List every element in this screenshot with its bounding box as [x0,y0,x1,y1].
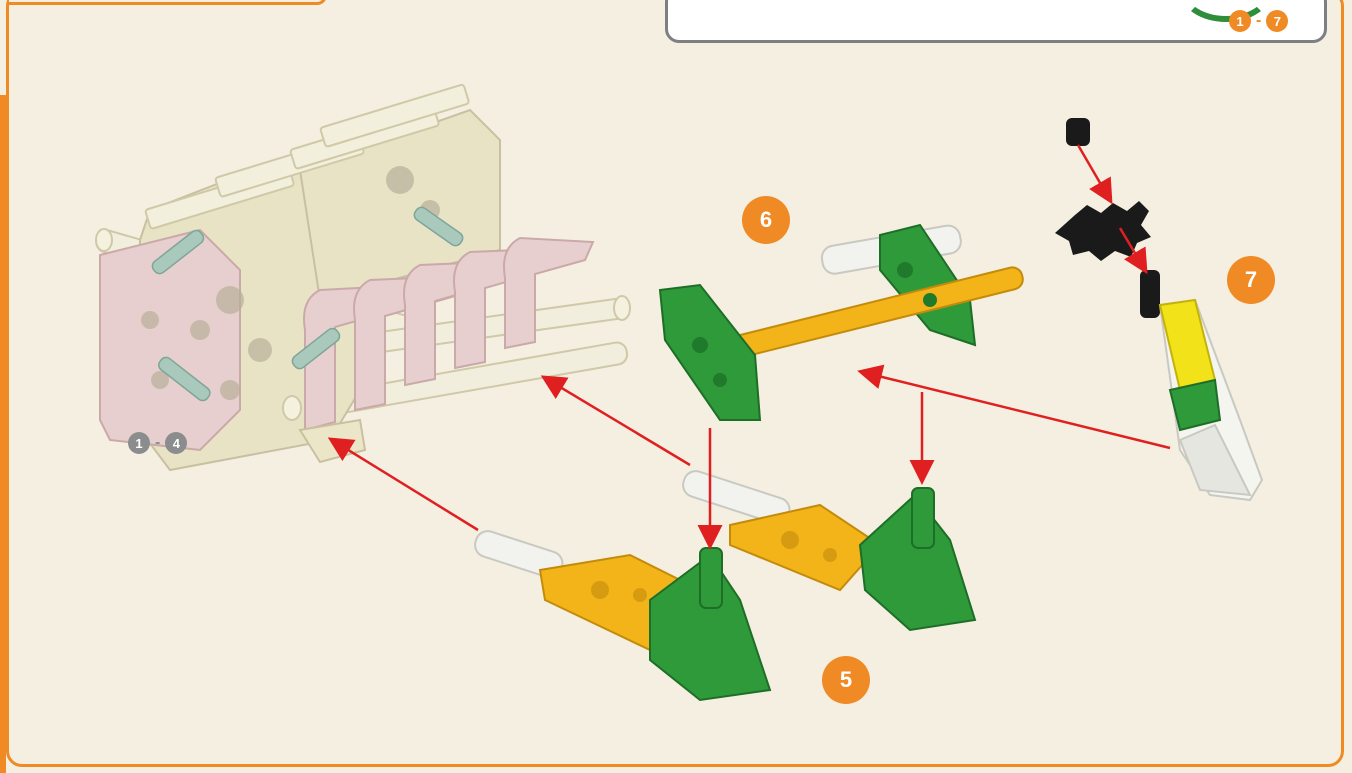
left-edge-bar [0,95,6,773]
step7-badge: 7 [1227,256,1275,304]
range-end-badge: 7 [1266,10,1289,32]
header-panel [665,0,1327,43]
arrow-to-left-frame-fin [540,375,691,467]
header-logo-fragment [1180,0,1272,22]
range-start-badge: 1 [1229,10,1251,32]
step5-base-assembly [474,470,977,702]
arrow-to-yellow-rod [857,364,1171,450]
step6-badge: 6 [742,196,790,244]
header-steps-range: 1 - 7 [1229,10,1289,32]
step5-badge: 5 [822,656,870,704]
arrow-to-left-frame-bottom [327,437,479,532]
steps-range-1-4: 1 - 4 [128,432,188,454]
assembled-frame-part [95,83,631,472]
step6-rod-assembly [658,223,1024,421]
arrow-cap-to-gear [1076,144,1113,205]
range-separator: - [1256,12,1262,29]
assembly-arrows [327,144,1171,550]
arrow-gear-to-crank [1118,227,1148,275]
range-left-separator: - [155,434,161,451]
range-left-end-badge: 4 [165,432,188,454]
range-left-start-badge: 1 [128,432,150,454]
step7-crank-assembly [1055,118,1264,502]
